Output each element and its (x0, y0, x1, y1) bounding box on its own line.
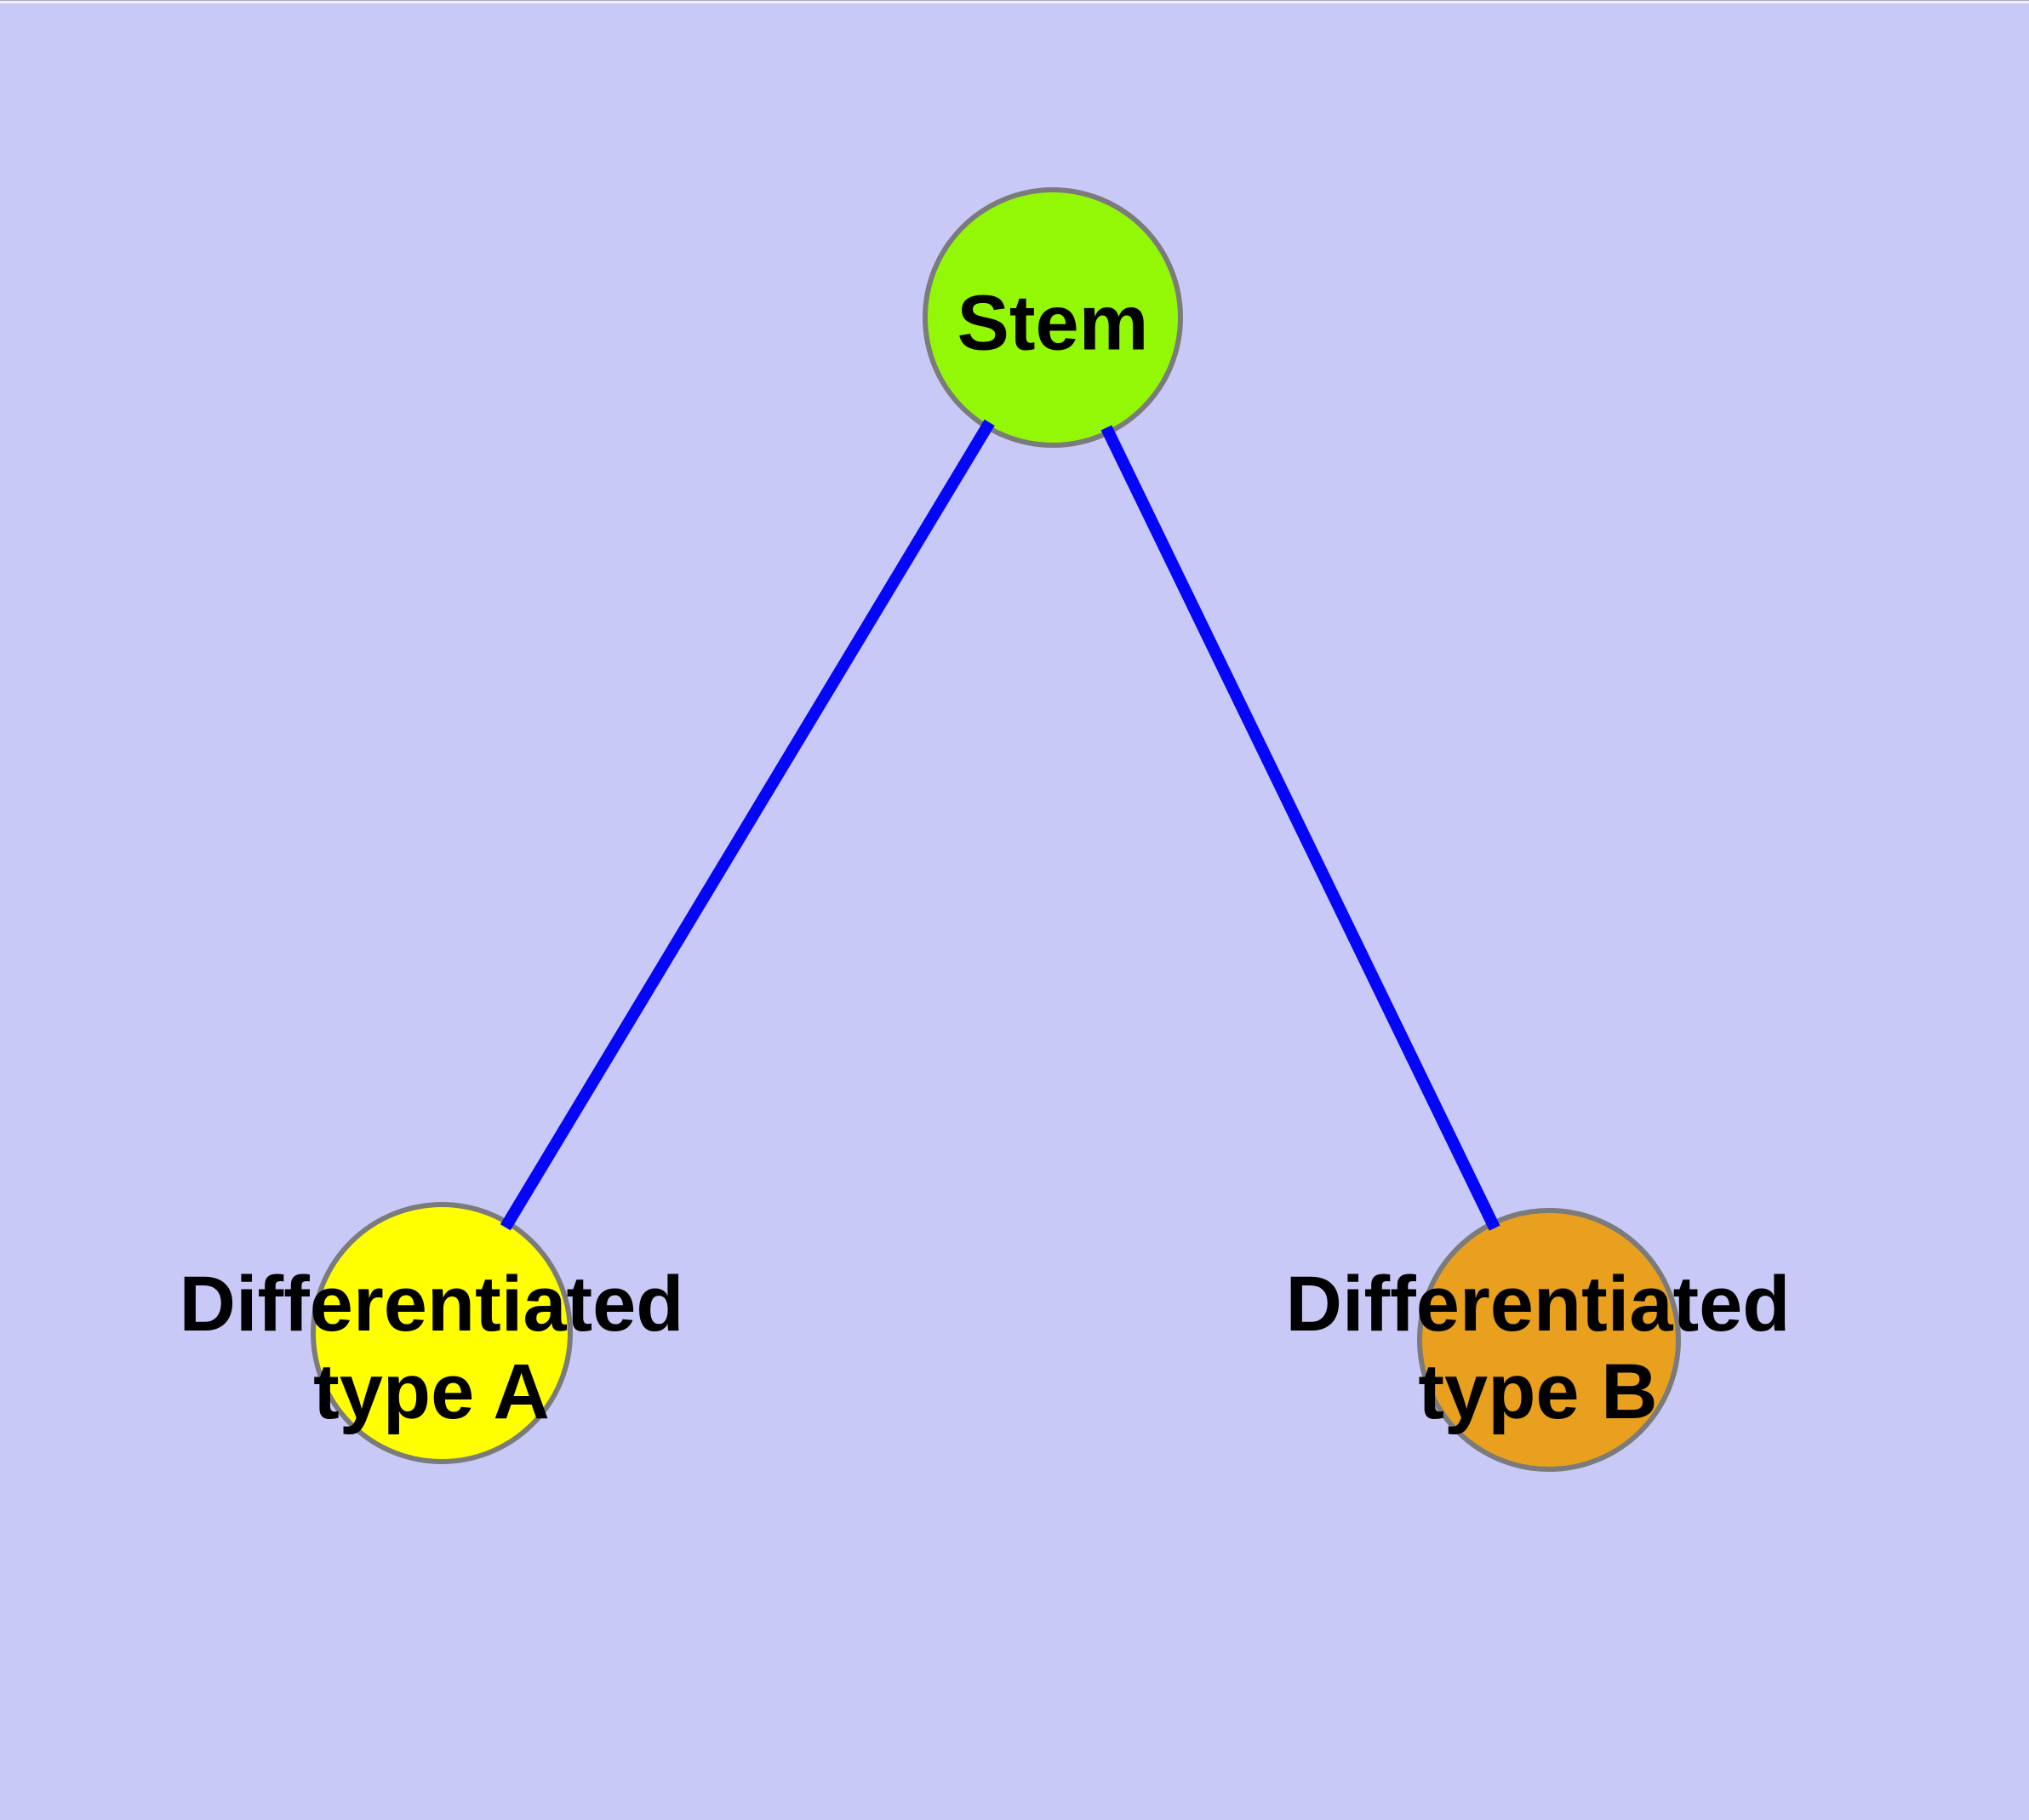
node-type-b-label: Differentiated type B (1286, 1261, 1791, 1436)
top-edge-artifact (0, 0, 2029, 3)
node-type-a-label: Differentiated type A (180, 1261, 684, 1436)
node-stem-circle (923, 187, 1183, 448)
node-type-a-circle (311, 1202, 573, 1464)
edge-stem-to-type-b (1100, 425, 1500, 1231)
label-line-2: type B (1418, 1348, 1658, 1435)
label-line-1: Differentiated (179, 1261, 684, 1348)
node-stem-label: Stem (957, 279, 1149, 367)
label-line-2: type A (313, 1348, 550, 1435)
node-type-b-circle (1417, 1208, 1681, 1472)
label-line-1: Differentiated (1285, 1261, 1791, 1348)
edge-stem-to-type-a (500, 419, 995, 1231)
